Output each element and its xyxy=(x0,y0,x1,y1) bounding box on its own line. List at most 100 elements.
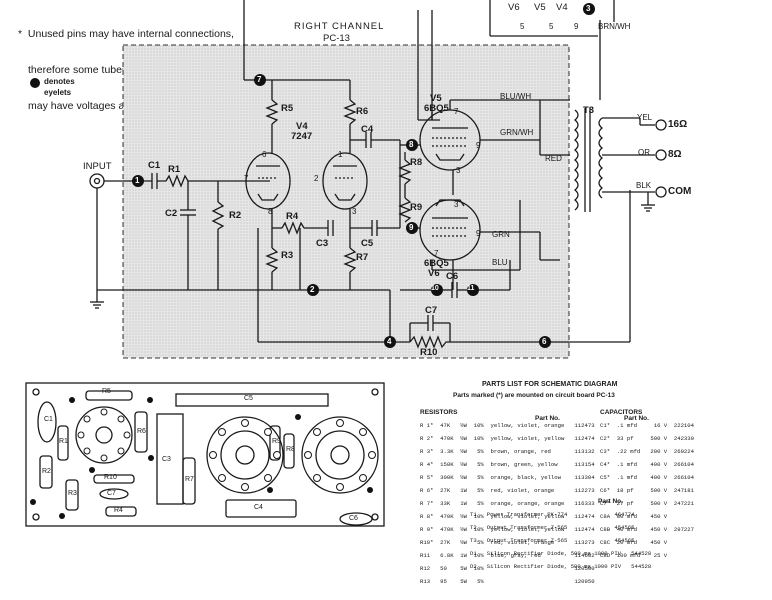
top-v5-label: V5 xyxy=(534,2,546,13)
wire-brn-wh: BRN/WH xyxy=(598,22,631,31)
capacitor-row: C4* .1 mfd 400 V 266104 xyxy=(600,460,694,468)
board-c6: C6 xyxy=(349,515,358,522)
misc-row: T3 Output Transformer Z-565 454565 xyxy=(470,536,635,544)
misc-row: D2 Silicon Rectifier Diode, 500 ma 1000 … xyxy=(470,562,652,570)
wire-blu-wh: BLU/WH xyxy=(500,92,532,101)
board-label: PC-13 xyxy=(323,33,350,44)
circuit-board-outline xyxy=(122,44,570,359)
board-r4: R4 xyxy=(114,507,123,514)
capacitor-table: CAPACITORS Part No. C1* .1 mfd 16 V 2221… xyxy=(600,403,694,566)
resistor-row: R 9* 470K ½W 10% yellow, violet, yellow … xyxy=(420,525,595,533)
v6-pin-3: 3 xyxy=(454,200,459,209)
eyelet-2: 2 xyxy=(310,285,315,294)
resistor-row: R13 95 5W 5% 120950 xyxy=(420,577,595,585)
v5-type-label: 6BQ5 xyxy=(424,103,449,114)
top-v4-label: V4 xyxy=(556,2,568,13)
v6-pin-9: 9 xyxy=(476,229,481,238)
board-r9: R9 xyxy=(272,438,281,445)
v4-pin-8: 8 xyxy=(268,207,273,216)
output-8-ohm: 8Ω xyxy=(668,149,682,160)
resistor-row: R 1* 47K ½W 10% yellow, violet, orange 1… xyxy=(420,421,595,429)
capacitor-row: C1* .1 mfd 16 V 222104 xyxy=(600,421,694,429)
board-c5: C5 xyxy=(244,395,253,402)
misc-row: T2 Output Transformer Z-565 454565 xyxy=(470,523,635,531)
resistor-row: R11 6.8K 1W 10% blue, gray, red 114682 xyxy=(420,551,595,559)
wire-yel: YEL xyxy=(637,113,653,122)
r4-label: R4 xyxy=(286,211,299,222)
t3-label: T3 xyxy=(583,105,595,116)
resistor-row: R 8* 470K ½W 10% yellow, violet, yellow … xyxy=(420,512,595,520)
v4-pin-2: 2 xyxy=(314,174,319,183)
resistor-header: RESISTORS xyxy=(420,408,458,416)
top-pin-b: 5 xyxy=(549,22,554,31)
r6-label: R6 xyxy=(356,106,369,117)
wire-grn: GRN xyxy=(492,230,510,239)
board-r2: R2 xyxy=(42,468,51,475)
r8-label: R8 xyxy=(410,157,423,168)
channel-title: RIGHT CHANNEL xyxy=(294,21,385,32)
board-r5: R5 xyxy=(102,388,111,395)
v5-pin-9: 9 xyxy=(476,141,481,150)
wire-blk: BLK xyxy=(636,181,652,190)
board-c3: C3 xyxy=(162,456,171,463)
wire-red: RED xyxy=(545,154,562,163)
eyelet-6: 6 xyxy=(542,337,547,346)
eyelet-9: 9 xyxy=(409,223,414,232)
v5-pin-7: 7 xyxy=(454,107,459,116)
c5-label: C5 xyxy=(361,238,374,249)
capacitor-row: C8A 80 mfd 450 V xyxy=(600,512,668,520)
eyelet-legend-text-2: eyelets xyxy=(44,88,72,97)
r9-label: R9 xyxy=(410,202,423,213)
capacitor-row: C5* .1 mfd 400 V 266104 xyxy=(600,473,694,481)
v4-pin-1: 1 xyxy=(338,150,343,159)
misc-partno-header: Part No. xyxy=(598,497,623,505)
v6-label: V6 xyxy=(428,268,440,279)
note-line-1: * Unused pins may have internal connecti… xyxy=(18,28,234,40)
eyelet-4: 4 xyxy=(387,337,392,346)
capacitor-row: C8C 20 mfd 450 V xyxy=(600,538,668,546)
v4-pin-7: 7 xyxy=(244,174,249,183)
board-r3: R3 xyxy=(68,490,77,497)
r10-label: R10 xyxy=(420,347,438,358)
eyelet-3: 3 xyxy=(586,4,591,13)
wire-grn-wh: GRN/WH xyxy=(500,128,534,137)
wire-blu: BLU xyxy=(492,258,508,267)
capacitor-row: C7* 27 pf 500 V 247221 xyxy=(600,499,694,507)
v4-pin-6: 6 xyxy=(262,150,267,159)
board-r7: R7 xyxy=(185,476,194,483)
eyelet-legend-dot xyxy=(30,78,40,88)
r7-label: R7 xyxy=(356,252,369,263)
c1-label: C1 xyxy=(148,160,161,171)
c3-label: C3 xyxy=(316,238,329,249)
board-c1: C1 xyxy=(44,416,53,423)
wire-or: OR xyxy=(638,148,650,157)
input-label: INPUT xyxy=(83,161,112,172)
parts-list-title: PARTS LIST FOR SCHEMATIC DIAGRAM xyxy=(482,381,618,388)
r2-label: R2 xyxy=(229,210,242,221)
c6-label: C6 xyxy=(446,271,459,282)
board-r8: R8 xyxy=(286,446,295,453)
resistor-row: R 5* 300K ½W 5% orange, black, yellow 11… xyxy=(420,473,595,481)
resistor-row: R 2* 470K ½W 10% yellow, violet, yellow … xyxy=(420,434,595,442)
v4-label: V4 xyxy=(296,121,308,132)
board-r10: R10 xyxy=(104,474,117,481)
misc-row: D1 Silicon Rectifier Diode, 500 ma 1000 … xyxy=(470,549,652,557)
capacitor-row: C6* 18 pf 500 V 247181 xyxy=(600,486,694,494)
v4-pin-3: 3 xyxy=(352,207,357,216)
eyelet-legend-text-1: denotes xyxy=(44,77,75,86)
capacitor-row: C8D 100 mfd 25 V xyxy=(600,551,668,559)
top-pin-c: 9 xyxy=(574,22,579,31)
v5-pin-3: 3 xyxy=(456,166,461,175)
output-com: COM xyxy=(668,186,692,197)
board-r1: R1 xyxy=(59,438,68,445)
r1-label: R1 xyxy=(168,164,181,175)
eyelet-8: 8 xyxy=(409,140,414,149)
capacitor-row: C2* 33 pf 500 V 242330 xyxy=(600,434,694,442)
capacitor-row: C8B 40 mfd 450 V 297227 xyxy=(600,525,694,533)
board-r6: R6 xyxy=(137,428,146,435)
eyelet-11: 11 xyxy=(467,285,475,292)
c2-label: C2 xyxy=(165,208,178,219)
capacitor-header: CAPACITORS xyxy=(600,408,643,416)
resistor-row: R12 50 5W 10% 120500 xyxy=(420,564,595,572)
